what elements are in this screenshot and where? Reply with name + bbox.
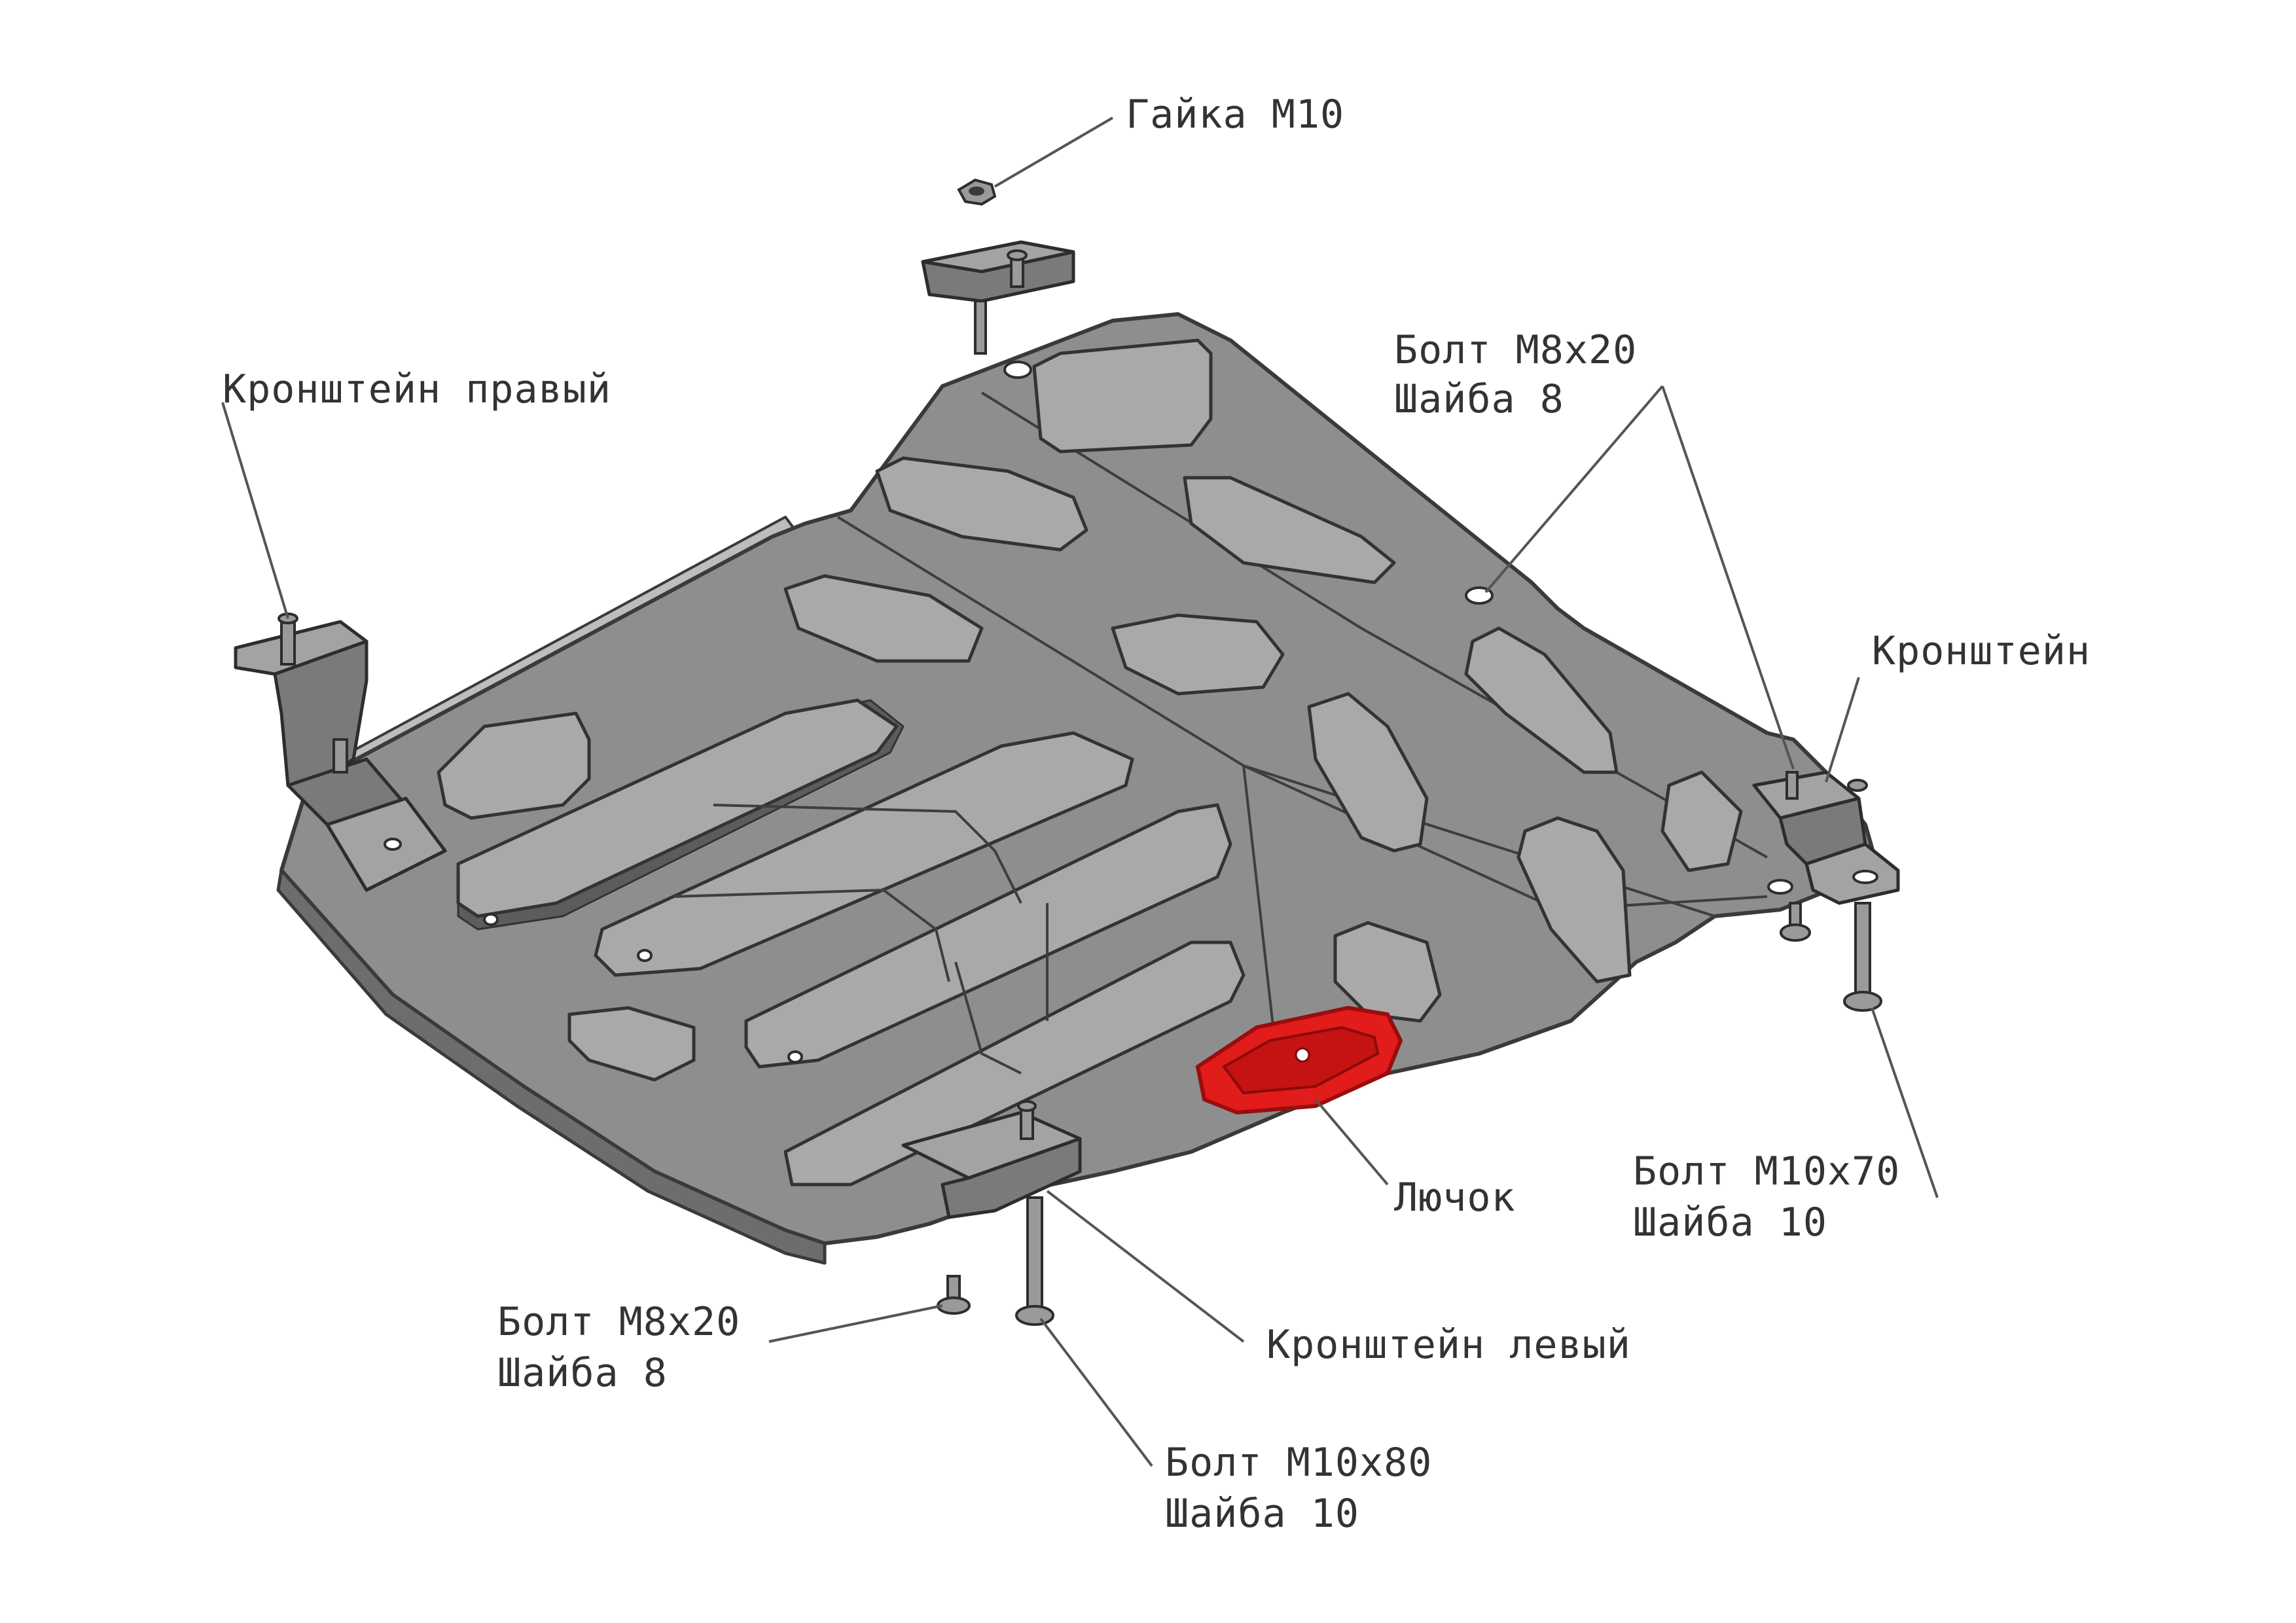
label-bolt-m8-bottom-line1: Болт М8х20 xyxy=(497,1299,740,1345)
bracket-side xyxy=(1752,770,1900,905)
label-bolt-m10x80-line1: Болт М10х80 xyxy=(1165,1440,1432,1486)
label-bolt-m8-top-line1: Болт М8х20 xyxy=(1394,327,1637,373)
label-bracket: Кронштейн xyxy=(1872,628,2090,674)
bracket-left xyxy=(901,1100,1082,1219)
label-hatch: Лючок xyxy=(1394,1175,1516,1221)
label-bracket-right: Кронштейн правый xyxy=(223,366,611,412)
engine-skid-plate xyxy=(276,312,1880,1265)
label-bolt-m10x80-line2: Шайба 10 xyxy=(1165,1491,1359,1537)
bracket-right xyxy=(234,613,447,892)
bolt-m8x20-right xyxy=(1780,902,1811,942)
bolt-m10x70 xyxy=(1843,902,1882,1012)
label-bolt-m8-top-line2: Шайба 8 xyxy=(1394,376,1564,422)
bolt-m8x20-bottom xyxy=(937,1275,971,1315)
inspection-hatch xyxy=(1195,1005,1403,1115)
label-bolt-m10x70-line2: Шайба 10 xyxy=(1633,1200,1827,1245)
bolt-m10x80 xyxy=(1015,1196,1054,1326)
top-bracket xyxy=(921,240,1075,355)
top-nut-m10 xyxy=(957,178,997,206)
label-bolt-m10x70-line1: Болт М10х70 xyxy=(1633,1149,1900,1194)
callout-labels: Гайка М10 Кронштейн правый Болт М8х20 Ша… xyxy=(223,92,2090,1537)
label-bracket-left: Кронштейн левый xyxy=(1266,1322,1631,1368)
leader-lines xyxy=(221,116,1939,1467)
label-bolt-m8-bottom-line2: Шайба 8 xyxy=(497,1350,668,1396)
label-nut-m10: Гайка М10 xyxy=(1126,92,1344,137)
